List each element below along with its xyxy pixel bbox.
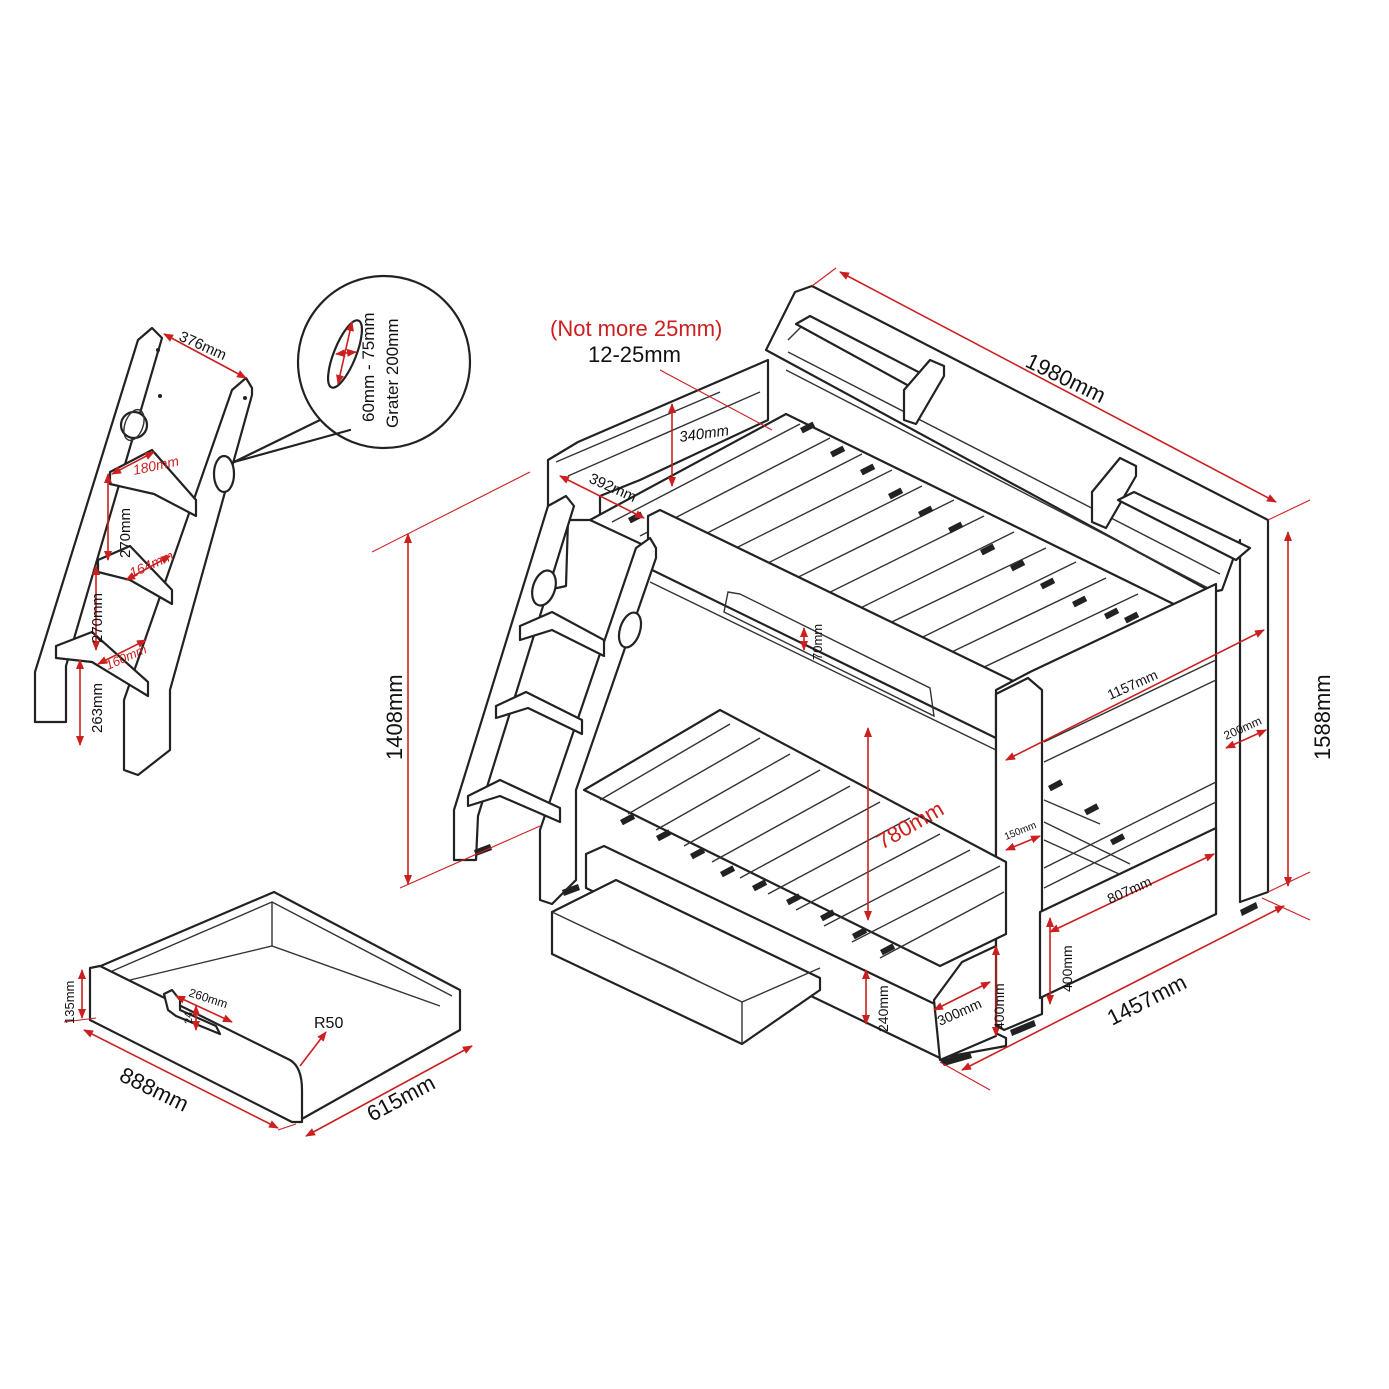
mattress-thickness-label: 12-25mm xyxy=(588,342,681,367)
drawer-length-label: 888mm xyxy=(116,1062,193,1117)
lower-slats xyxy=(599,723,1151,959)
ladder-dimensions xyxy=(76,333,247,746)
main-ladder-back-hole xyxy=(531,569,557,607)
drawer-radius-label: R50 xyxy=(314,1015,343,1032)
ladder-rise-1-label: 270mm xyxy=(117,508,134,558)
ladder-detail xyxy=(33,326,254,777)
lower-bed-base xyxy=(582,708,1008,968)
main-ladder-step-1 xyxy=(518,610,606,658)
underbed-drawer xyxy=(550,878,822,1046)
handle-hole-callout xyxy=(232,274,472,464)
drawer-handle-depth-label: 24 xyxy=(183,1012,195,1024)
top-guard-height-label: 340mm xyxy=(678,422,730,446)
hole-note-label: Grater 200mm xyxy=(383,318,402,428)
ladder-rise-2-label: 270mm xyxy=(89,593,106,643)
main-ladder-step-2 xyxy=(494,690,584,736)
side-height-label: 1408mm xyxy=(382,674,407,760)
hole-size-label: 60mm - 75mm xyxy=(359,312,378,422)
drawer-height-label: 135mm xyxy=(62,981,77,1024)
callout-circle xyxy=(296,274,472,450)
total-height-label: 1588mm xyxy=(1310,674,1335,760)
ladder-width-label: 376mm xyxy=(176,328,229,364)
mattress-note-label: (Not more 25mm) xyxy=(550,316,722,341)
ladder-bottom-rise-label: 263mm xyxy=(89,683,106,733)
rail-height-label: 240mm xyxy=(875,985,891,1032)
ladder-front-hole xyxy=(212,454,236,494)
lower-rail-height-label: 400mm xyxy=(1059,945,1075,992)
top-rail-gap-label: 70mm xyxy=(810,624,825,660)
post-height-label: 400mm xyxy=(991,983,1007,1030)
main-dimension-lines xyxy=(371,267,1311,1091)
main-ladder-step-3 xyxy=(466,778,562,824)
drawer-dimension-lines xyxy=(63,969,473,1137)
width-label: 1457mm xyxy=(1103,969,1191,1030)
front-post xyxy=(994,676,1044,1032)
main-ladder-front-hole xyxy=(617,611,643,649)
length-label: 1980mm xyxy=(1022,348,1110,408)
